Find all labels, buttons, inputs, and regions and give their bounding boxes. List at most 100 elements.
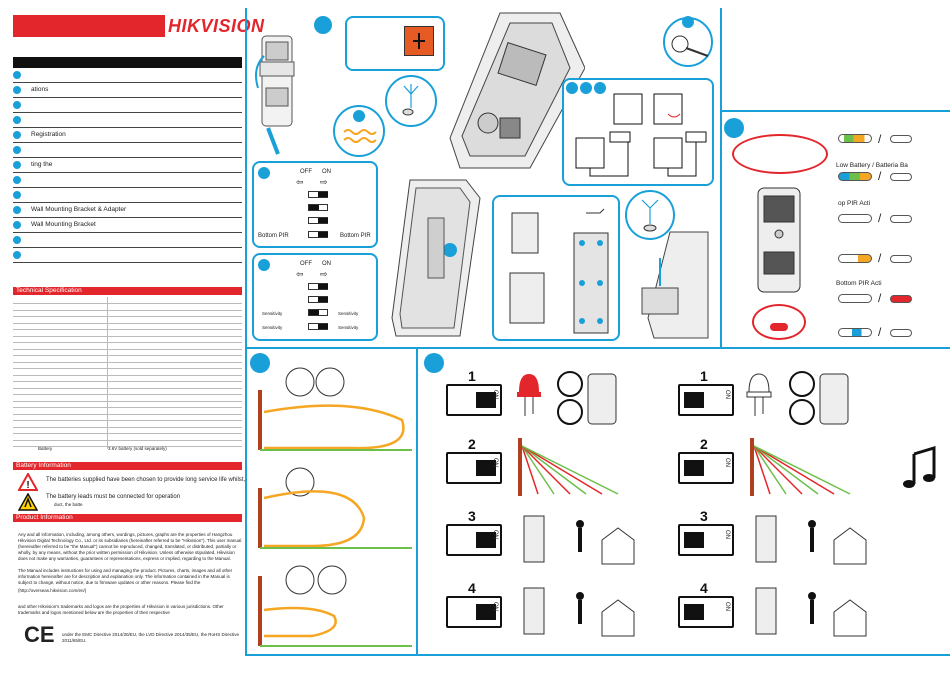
wiring-marker-1 bbox=[566, 82, 578, 94]
dip-on-text: ON bbox=[492, 458, 498, 467]
spec-row bbox=[13, 414, 242, 421]
led-multi bbox=[838, 172, 872, 181]
dip-panel-marker-2 bbox=[258, 259, 270, 271]
led-off-3 bbox=[890, 215, 912, 223]
spec-row bbox=[13, 440, 242, 447]
dip-mode-switch: ON bbox=[678, 452, 734, 484]
step-row bbox=[13, 233, 242, 248]
product-paragraph-4: and other Hikvision's trademarks and log… bbox=[18, 604, 224, 615]
detector-side-view bbox=[641, 231, 709, 339]
step-label: ting the bbox=[31, 161, 53, 168]
mode-scene bbox=[750, 582, 880, 640]
dip-on-text: ON bbox=[724, 458, 730, 467]
step-row bbox=[13, 68, 242, 83]
dip-switch-1 bbox=[308, 191, 328, 198]
dip-slider bbox=[476, 604, 496, 620]
dip-panel-marker bbox=[258, 167, 270, 179]
detail-circle-tamper bbox=[663, 16, 713, 67]
led-orange-green bbox=[838, 134, 872, 143]
dip-slider bbox=[476, 392, 496, 408]
mode-number: 4 bbox=[700, 580, 708, 596]
low-battery-label: Low Battery / Batteria Ba bbox=[836, 162, 908, 169]
dip-slider bbox=[684, 532, 704, 548]
spec-battery-label: Battery bbox=[38, 446, 53, 451]
battery-panel bbox=[345, 16, 445, 71]
spec-row bbox=[13, 421, 242, 428]
divider-bottom bbox=[245, 654, 950, 656]
step-row bbox=[13, 98, 242, 113]
indicator-bubble bbox=[732, 134, 828, 174]
music-note-icon bbox=[903, 446, 936, 488]
product-paragraph-2: The Manual includes instructions for usi… bbox=[18, 568, 233, 585]
divider-horizontal bbox=[245, 347, 950, 349]
divider-top-right bbox=[720, 110, 950, 112]
step-label: Wall Mounting Bracket & Adapter bbox=[31, 206, 127, 213]
detector-back-plate bbox=[391, 179, 481, 337]
mode-scene bbox=[518, 510, 638, 568]
dip-slider bbox=[684, 392, 704, 408]
dip-off-label: OFF bbox=[300, 169, 312, 175]
mode-number: 1 bbox=[468, 368, 476, 384]
mounting-bracket-drawing bbox=[509, 208, 609, 334]
dip-mode-switch: ON bbox=[446, 524, 502, 556]
step-row: ting the bbox=[13, 158, 242, 173]
bracket-illustration bbox=[255, 35, 295, 155]
wiring-marker-2 bbox=[580, 82, 592, 94]
mode-number: 2 bbox=[468, 436, 476, 452]
dip2-switch-1 bbox=[308, 283, 328, 290]
spec-row bbox=[13, 375, 242, 382]
terminal-diagram bbox=[575, 93, 707, 177]
mounting-panel bbox=[492, 195, 620, 341]
step-label: ations bbox=[31, 86, 49, 93]
product-paragraph-1: Any and all information, including, amon… bbox=[18, 532, 242, 561]
step-number-dot bbox=[13, 131, 21, 139]
dip-on-text: ON bbox=[724, 602, 730, 611]
spec-row bbox=[13, 349, 242, 356]
sensitivity-label-4: Sensitivity bbox=[338, 325, 359, 330]
led-off-1 bbox=[890, 135, 912, 143]
spec-row bbox=[13, 343, 242, 350]
step-row: Wall Mounting Bracket & Adapter bbox=[13, 203, 242, 218]
mode-scene bbox=[750, 438, 880, 496]
detection-zone-2 bbox=[258, 467, 412, 549]
step-label: Wall Mounting Bracket bbox=[31, 221, 96, 228]
header-red-bar bbox=[13, 15, 165, 37]
mode-number: 1 bbox=[700, 368, 708, 384]
slash-2: / bbox=[878, 169, 882, 183]
spec-row bbox=[13, 330, 242, 337]
step-number-dot bbox=[13, 101, 21, 109]
dip-slider bbox=[476, 532, 496, 548]
step-row bbox=[13, 188, 242, 203]
dip-right-arrow-2: ⇨ bbox=[320, 269, 328, 279]
mode-number: 4 bbox=[468, 580, 476, 596]
dip-slider bbox=[684, 604, 704, 620]
battery-line-2: The battery leads must be connected for … bbox=[46, 494, 181, 500]
mode-step-marker bbox=[424, 353, 444, 373]
wiring-marker-3 bbox=[594, 82, 606, 94]
detector-front-view bbox=[757, 187, 801, 293]
spec-row bbox=[13, 388, 242, 395]
slash-1: / bbox=[878, 132, 882, 146]
spec-row bbox=[13, 434, 242, 441]
step-number-dot bbox=[13, 116, 21, 124]
contents-header-bar bbox=[13, 57, 242, 68]
dip-mode-switch: ON bbox=[678, 596, 734, 628]
detector-open-illustration bbox=[449, 12, 585, 169]
dip-on-text: ON bbox=[724, 390, 730, 399]
mode-number: 3 bbox=[468, 508, 476, 524]
divider-left bbox=[245, 8, 247, 656]
detail-circle-screw bbox=[385, 75, 437, 127]
slash-5: / bbox=[878, 291, 882, 305]
mode-number: 2 bbox=[700, 436, 708, 452]
step-label: Registration bbox=[31, 131, 66, 138]
divider-right bbox=[720, 8, 722, 348]
step-row bbox=[13, 143, 242, 158]
spec-row bbox=[13, 427, 242, 434]
dip-panel-sensitivity: OFF ON ⇦ ⇨ Sensitivity Sensitivity Sensi… bbox=[252, 253, 378, 341]
dip-on-label-2: ON bbox=[322, 261, 331, 267]
sensitivity-label-3: Sensitivity bbox=[262, 325, 283, 330]
slash-4: / bbox=[878, 251, 882, 265]
spec-column-divider bbox=[107, 297, 108, 449]
spec-row bbox=[13, 310, 242, 317]
mode-scene bbox=[518, 582, 638, 640]
